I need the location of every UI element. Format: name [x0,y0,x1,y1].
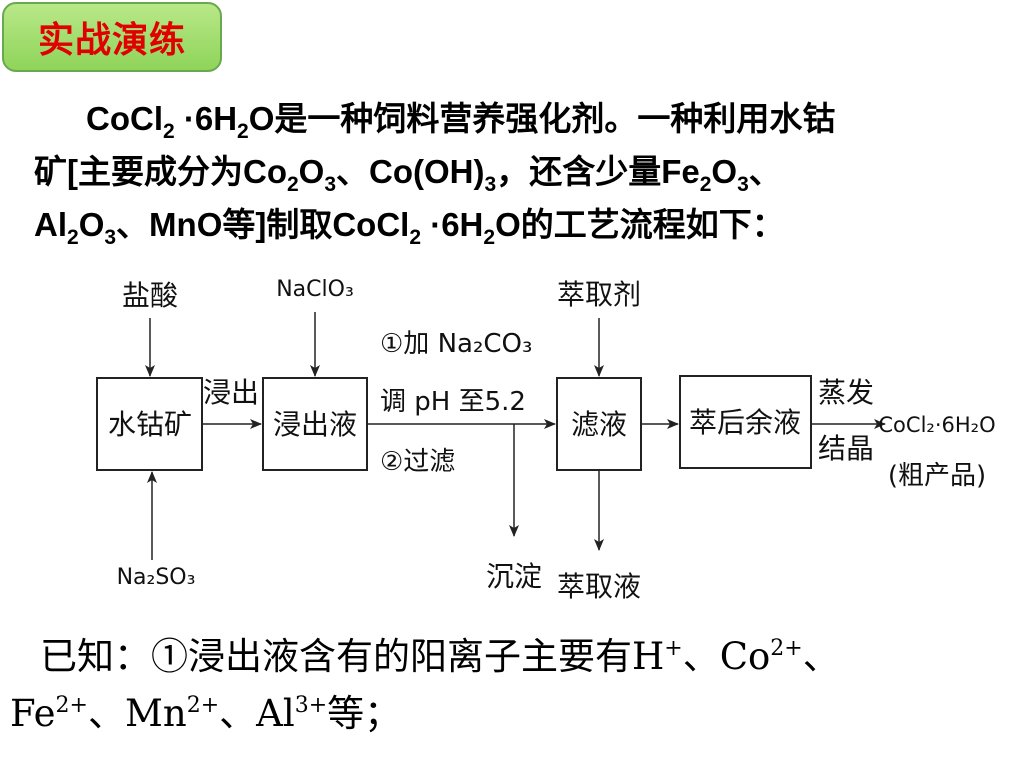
box-leachate-label: 浸出液 [273,408,357,441]
text-segment: 3 [104,226,117,249]
text-segment: O [711,153,738,190]
problem-intro: CoCl2 ·6H2O是一种饲料营养强化剂。一种利用水钴 矿[主要成分为Co2O… [34,92,1004,251]
intro-line-1: CoCl2 ·6H2O是一种饲料营养强化剂。一种利用水钴 [34,92,1004,145]
text-segment: 、Mn [87,692,187,735]
text-segment: 已知：①浸出液含有的阳离子主要有H [40,635,665,678]
intro-line-3: Al2O3、MnO等]制取CoCl2 ·6H2O的工艺流程如下： [34,198,1004,251]
text-segment: 2 [67,226,79,249]
text-segment: 等； [327,692,402,735]
text-segment: O是一种饲料营养强化剂。一种利用水钴 [248,100,836,137]
text-segment: O [78,206,105,243]
known-line-1: 已知：①浸出液含有的阳离子主要有H+、Co2+、 [10,628,1010,685]
text-segment: ，还含少量Fe [496,153,700,190]
text-segment: 2+ [770,636,803,661]
text-segment: O的工艺流程如下： [495,206,785,243]
text-segment: 3 [324,173,337,196]
text-segment: 2+ [186,693,220,718]
label-evap2: 结晶 [818,432,874,465]
text-segment: 2 [699,173,712,196]
box-ore-label: 水钴矿 [108,408,192,441]
reagent-naclo3: NaClO₃ [276,277,354,302]
output-extract: 萃取液 [557,570,641,603]
text-segment: Al [34,206,67,243]
label-step2: ②过滤 [380,447,455,477]
text-segment: 、MnO等]制取CoCl [116,206,410,243]
text-segment: O [298,153,325,190]
section-title-badge: 实战演练 [2,2,222,72]
reagent-hcl: 盐酸 [122,279,178,312]
text-segment: 3 [737,173,749,196]
text-segment: 2 [286,173,299,196]
reagent-extractant: 萃取剂 [557,278,641,311]
text-segment: 、Co [682,635,771,678]
text-segment: ·6H [421,206,484,243]
text-segment: ·6H [174,100,238,137]
text-segment: 3+ [294,693,328,718]
text-segment: 、Co(OH) [336,153,485,190]
intro-line-2: 矿[主要成分为Co2O3、Co(OH)3，还含少量Fe2O3、 [34,145,1004,198]
reagent-na2so3: Na₂SO₃ [117,565,196,590]
text-segment: 2+ [55,693,88,718]
section-title: 实战演练 [37,20,186,61]
text-segment: 2 [237,120,249,143]
text-segment: CoCl [86,100,163,137]
text-segment: 2 [409,226,422,249]
text-segment: 矿[主要成分为Co [34,153,287,190]
known-line-2: Fe2+、Mn2+、Al3+等； [10,685,1010,742]
text-segment: Fe [10,692,56,735]
text-segment: 、 [802,635,840,678]
text-segment: 2 [163,120,175,143]
text-segment: 、Al [219,692,295,735]
output-product-note: (粗产品) [888,461,986,491]
label-evap1: 蒸发 [818,376,874,409]
label-leach: 浸出 [203,376,259,409]
label-step1: ①加 Na₂CO₃ [380,329,532,359]
box-filtrate-label: 滤液 [571,408,627,441]
text-segment: 3 [484,173,497,196]
text-segment: 、 [748,153,782,190]
box-raffinate-label: 萃后余液 [689,406,801,439]
box-ore [96,377,203,471]
output-precipitate: 沉淀 [486,560,542,593]
label-step1b: 调 pH 至5.2 [380,387,526,417]
output-product: CoCl₂·6H₂O [878,413,995,437]
text-segment: + [664,636,683,661]
box-leachate [262,377,368,471]
box-raffinate [679,375,812,469]
text-segment: 2 [483,226,496,249]
known-conditions: 已知：①浸出液含有的阳离子主要有H+、Co2+、 Fe2+、Mn2+、Al3+等… [10,628,1010,742]
